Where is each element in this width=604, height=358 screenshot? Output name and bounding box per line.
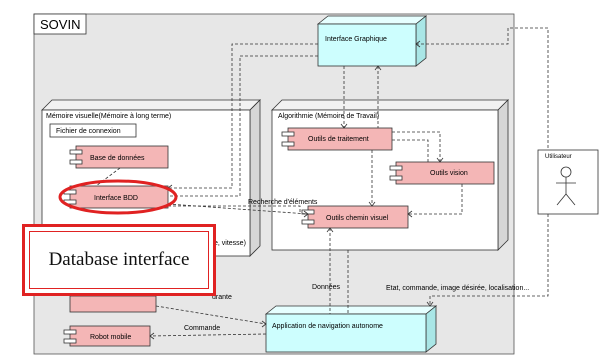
etat-commande-label: Etat, commande, image désirée, localisat… [386,285,529,292]
annotation-text: Database interface [48,249,190,270]
outils-chemin-label: Outils chemin visuel [326,215,389,222]
outils-traitement-component [281,127,393,151]
donnees-label: Données [312,284,341,291]
highlight-ellipse [58,179,178,215]
robot-mobile-label: Robot mobile [90,334,131,341]
annotation-callout-inner: Database interface [29,231,209,289]
commande-label: Commande [184,325,220,332]
outils-chemin-component [301,205,409,229]
utilisateur-box [537,149,599,215]
vitesse-fragment-label: e, vitesse) [214,240,246,247]
outils-vision-label: Outils vision [430,170,468,177]
connectors [95,27,549,337]
interface-bdd-component [63,185,169,209]
base-de-donnees-label: Base de données [90,155,145,162]
memoire-visuelle-label: Mémoire visuelle(Mémoire à long terme) [46,113,171,120]
recherche-elements-label: Recherche d'éléments [248,199,318,206]
application-navigation-label: Application de navigation autonome [272,323,383,330]
courante-label: urante [212,294,232,301]
algorithmie-label: Algorithmie (Mémoire de Travail) [278,113,379,120]
outils-vision-component [389,161,495,185]
base-de-donnees-component [69,145,169,169]
sovin-title: SOVIN [40,17,80,32]
interface-graphique-label: Interface Graphique [325,36,387,43]
interface-graphique-node [316,15,428,67]
outils-traitement-label: Outils de traitement [308,136,369,143]
annotation-callout: Database interface [22,224,216,296]
interface-bdd-label: Interface BDD [94,195,138,202]
hidden-component [69,295,157,313]
fichier-connexion-box [49,123,137,138]
application-navigation-node [264,305,438,353]
actor-icon [556,166,576,206]
fichier-connexion-label: Fichier de connexion [56,128,121,135]
sovin-title-tab [33,13,87,35]
utilisateur-label: Utilisateur [545,154,572,160]
